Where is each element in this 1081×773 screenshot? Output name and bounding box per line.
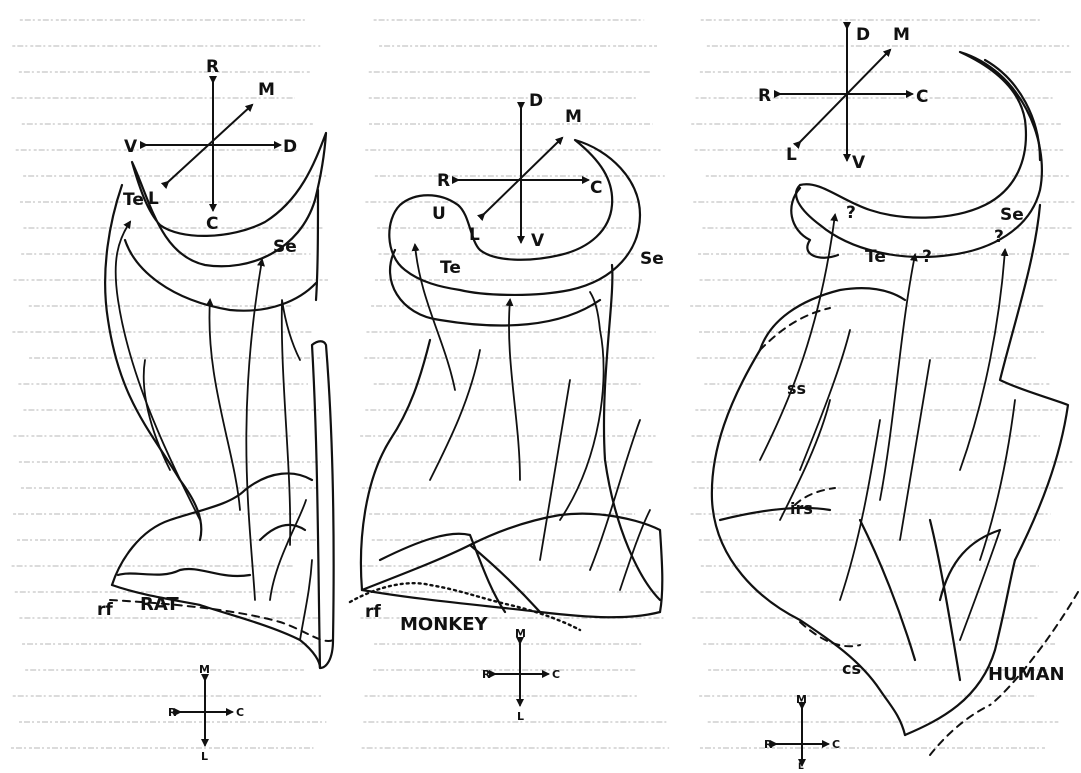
- human-compass-large: [780, 28, 912, 160]
- monkey-small-up: M: [515, 627, 526, 640]
- human-compass-right: C: [916, 87, 928, 107]
- rat-small-up: M: [199, 663, 210, 676]
- rat-label-se: Se: [273, 237, 297, 257]
- monkey-compass-up: D: [529, 91, 543, 111]
- rat-compass-small: [180, 680, 232, 745]
- monkey-label-se: Se: [640, 249, 664, 269]
- monkey-title: MONKEY: [400, 614, 489, 635]
- monkey-label-te: Te: [440, 258, 461, 278]
- monkey-compass-diag-up: M: [565, 107, 582, 127]
- human-small-right: C: [832, 738, 840, 751]
- human-small-left: R: [764, 738, 773, 751]
- human-small-up: M: [796, 693, 807, 706]
- human-label-cs: cs: [842, 659, 861, 678]
- monkey-label-rf: rf: [365, 602, 381, 622]
- rat-label-te: Te: [123, 190, 144, 210]
- human-label-irs: irs: [790, 499, 813, 518]
- human-compass-small: [776, 708, 828, 765]
- human-unknown-3: ?: [994, 227, 1004, 247]
- human-title: HUMAN: [988, 664, 1065, 685]
- monkey-small-right: C: [552, 668, 560, 681]
- rat-small-left: R: [168, 706, 177, 719]
- rat-compass-down: C: [206, 214, 218, 234]
- monkey-compass-right: C: [590, 178, 602, 198]
- rat-fibers: [116, 222, 312, 640]
- monkey-panel: D V R C M L U Te Se rf MONKEY: [350, 91, 664, 723]
- rat-compass-up: R: [206, 57, 219, 77]
- monkey-compass-down: V: [531, 231, 545, 251]
- human-striatum-outline: [712, 52, 1068, 735]
- human-fibers: [760, 215, 1015, 640]
- rat-title: RAT: [140, 594, 179, 615]
- monkey-small-left: R: [482, 668, 491, 681]
- human-compass-diag-up: M: [893, 25, 910, 45]
- monkey-compass-large: [458, 108, 588, 242]
- human-compass-left: R: [758, 86, 771, 106]
- rat-small-down: L: [201, 750, 208, 763]
- monkey-fibers: [415, 245, 650, 590]
- rat-label-rf: rf: [97, 600, 113, 620]
- human-label-se: Se: [1000, 205, 1024, 225]
- human-label-ss: ss: [787, 379, 806, 398]
- human-compass-up: D: [856, 25, 870, 45]
- human-unknown-1: ?: [846, 203, 856, 223]
- rat-compass-diag-up: M: [258, 80, 275, 100]
- background-text-lines: [11, 20, 1075, 748]
- human-small-down: L: [798, 762, 804, 769]
- monkey-compass-left: R: [437, 171, 450, 191]
- rat-compass-large: [146, 82, 280, 210]
- monkey-label-u: U: [432, 204, 446, 224]
- human-label-te: Te: [865, 247, 886, 267]
- human-compass-down: V: [852, 153, 866, 173]
- rat-compass-left: V: [124, 137, 138, 157]
- human-compass-diag-down: L: [786, 145, 797, 165]
- human-panel: D V R C M L: [712, 25, 1078, 769]
- rat-compass-right: D: [283, 137, 297, 157]
- human-sulci-dashed: [760, 308, 1078, 755]
- rat-small-right: C: [236, 706, 244, 719]
- human-unknown-2: ?: [922, 247, 932, 267]
- monkey-small-down: L: [517, 710, 524, 723]
